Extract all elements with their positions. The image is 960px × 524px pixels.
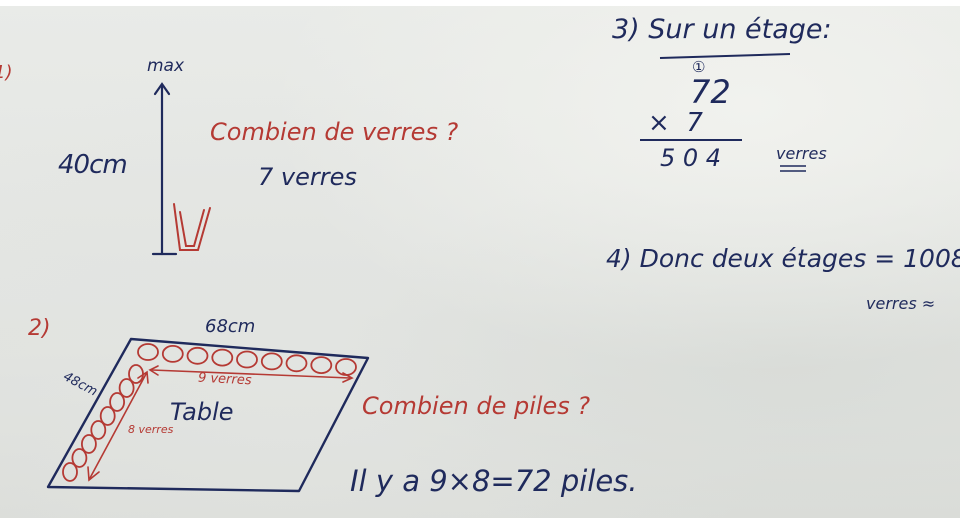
piles-answer: Il y a 9×8=72 piles. — [350, 464, 638, 498]
glass-circle — [310, 356, 333, 375]
carry-digit: ① — [692, 58, 706, 76]
section-4-unit: verres ≈ — [866, 294, 936, 313]
glasses-question: Combien de verres ? — [210, 118, 459, 146]
glass-circle — [137, 343, 159, 361]
glasses-answer: 7 verres — [258, 163, 357, 191]
row-count-label: 9 verres — [197, 370, 252, 389]
glass-stack-drawing — [173, 203, 211, 251]
glass-circle — [99, 406, 116, 426]
glass-circle — [211, 348, 234, 367]
count-arrows — [87, 365, 354, 482]
glass-circle — [260, 352, 283, 371]
glass-circle — [62, 462, 78, 482]
glass-circle — [90, 420, 107, 440]
verres-double-underline — [780, 165, 806, 172]
table-label: Table — [170, 398, 234, 426]
section-2-marker: 2) — [28, 316, 51, 341]
glass-circle — [71, 448, 88, 468]
height-label: 40cm — [58, 150, 128, 180]
glass-circle — [236, 350, 258, 369]
glass-circle — [161, 344, 184, 363]
multiplier: × 7 — [648, 108, 703, 138]
section-3-heading: 3) Sur un étage: — [612, 14, 832, 45]
section-4-statement: 4) Donc deux étages = 1008 — [606, 244, 960, 273]
product-result: 5 0 4 — [660, 144, 722, 172]
height-arrow — [151, 82, 178, 256]
piles-question: Combien de piles ? — [362, 392, 591, 420]
glass-circle — [109, 392, 125, 412]
result-unit: verres — [776, 144, 827, 163]
table-width-label: 68cm — [205, 316, 256, 337]
section-1-marker: 1) — [0, 62, 13, 83]
glass-circle — [118, 378, 135, 398]
glass-circle — [335, 358, 357, 376]
multiplicand: 72 — [690, 73, 731, 111]
glasses-on-table — [62, 343, 357, 482]
column-count-label: 8 verres — [128, 423, 174, 436]
glass-circle — [81, 434, 97, 454]
glass-circle — [285, 354, 308, 373]
table-outline — [46, 337, 370, 493]
heading-underline — [659, 53, 791, 59]
axis-max-label: max — [147, 56, 185, 76]
glass-circle — [186, 346, 209, 365]
